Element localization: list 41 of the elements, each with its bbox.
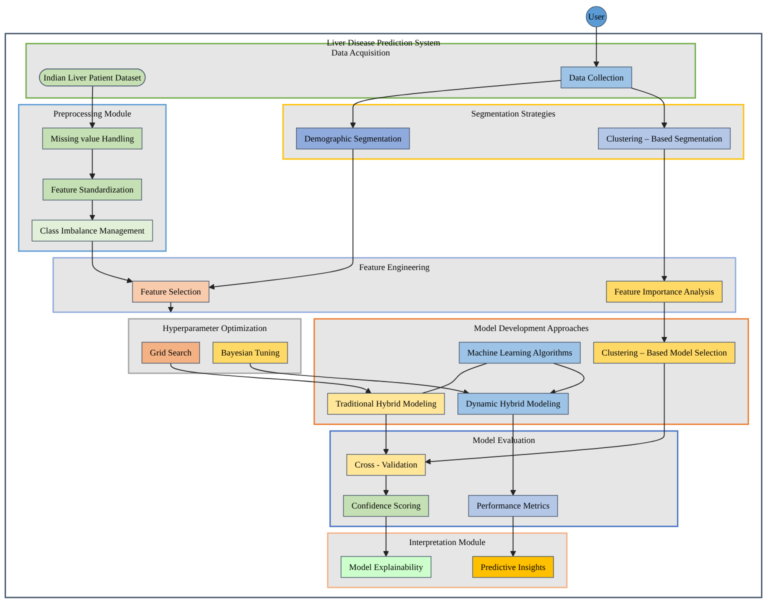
node-box: Bayesian Tuning xyxy=(212,342,288,364)
arrow xyxy=(510,414,516,496)
node-box: Feature Selection xyxy=(132,280,210,303)
node-box: Data Collection xyxy=(560,66,632,88)
node-box: Machine Learning Algorithms xyxy=(458,342,581,364)
node-box: Traditional Hybrid Modeling xyxy=(327,392,445,415)
node-box: Clustering – Based Segmentation xyxy=(598,128,731,150)
node-circle: User xyxy=(586,6,607,28)
arrow xyxy=(383,474,389,496)
arrow xyxy=(383,516,389,557)
node-box: Cross - Validation xyxy=(346,454,426,476)
arrow xyxy=(630,88,668,128)
node-box: Predictive Insights xyxy=(472,556,554,578)
arrow xyxy=(168,302,174,312)
arrow xyxy=(89,200,96,220)
node-box: Feature Importance Analysis xyxy=(606,280,723,303)
arrow xyxy=(510,516,516,557)
node-box: Demographic Segmentation xyxy=(296,128,410,150)
connector xyxy=(422,362,488,394)
arrow xyxy=(92,240,133,284)
arrow xyxy=(593,26,600,68)
arrow xyxy=(661,148,668,282)
node-box: Confidence Scoring xyxy=(343,495,429,517)
node-box: Dynamic Hybrid Modeling xyxy=(458,392,569,415)
arrow xyxy=(250,362,470,395)
arrow xyxy=(89,86,96,128)
node-box: Missing value Handling xyxy=(42,128,142,150)
node-box: Model Explainability xyxy=(340,556,432,578)
arrow xyxy=(383,414,389,455)
node-box: Feature Standardization xyxy=(42,178,142,200)
arrow xyxy=(170,362,372,394)
node-box: Grid Search xyxy=(142,342,200,364)
node-box: Clustering – Based Model Selection xyxy=(593,342,736,364)
arrow xyxy=(425,362,665,464)
arrow xyxy=(208,148,354,290)
node-box: Class Imbalance Management xyxy=(32,220,153,242)
arrow xyxy=(661,302,668,342)
arrow xyxy=(89,148,96,180)
arrow xyxy=(550,362,584,395)
node-box: Performance Metrics xyxy=(468,495,558,517)
arrow xyxy=(350,80,562,128)
